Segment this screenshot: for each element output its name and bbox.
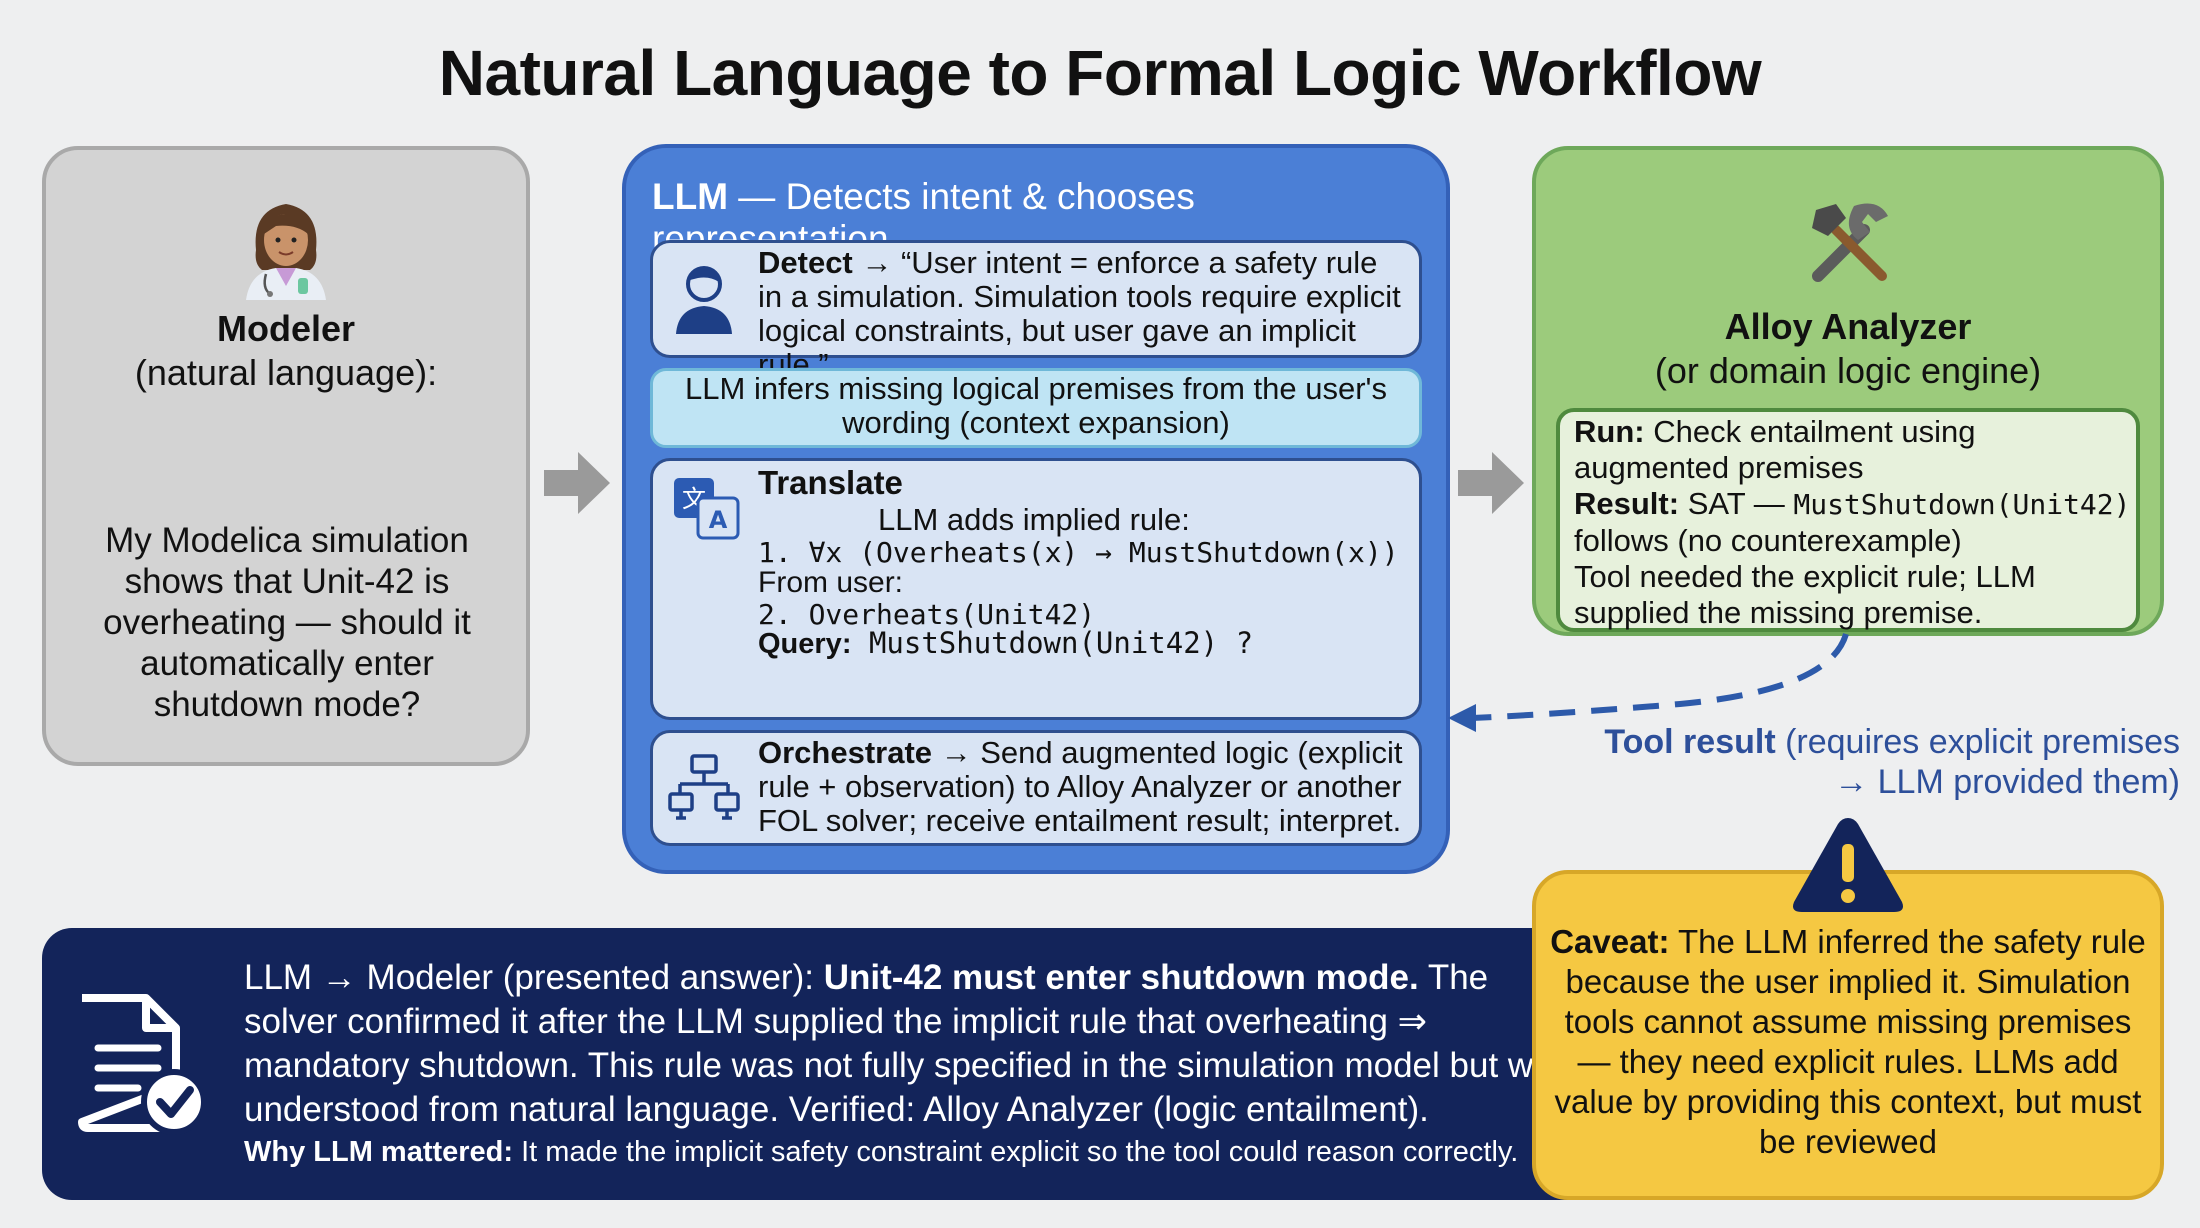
arrow-right-icon [1458,452,1524,514]
answer-verdict: Unit-42 must enter shutdown mode. [823,958,1419,997]
document-check-icon [78,994,207,1135]
caveat-box [1532,870,2164,1200]
answer-why-text: It made the implicit safety constraint e… [513,1136,1519,1168]
detect-description: “User intent = enforce a safety rule in … [758,245,1401,382]
svg-text:A: A [709,506,728,534]
alloy-result-text: Run: Check entailment using augmented pr… [1574,414,2134,631]
tool-result-line2: → LLM provided them) [1834,763,2180,801]
llm-header-label: LLM [652,176,729,217]
detect-text: Detect → “User intent = enforce a safety… [758,246,1408,382]
translate-from-user: From user: [758,566,904,599]
orchestrate-description: Send augmented logic (explicit rule + ob… [758,735,1403,838]
translate-title: Translate [758,464,903,501]
translate-query-label: Query: [758,628,852,660]
caveat-description: The LLM inferred the safety rule because… [1554,923,2146,1160]
answer-why-label: Why LLM mattered: [244,1136,514,1168]
answer-why: Why LLM mattered: It made the implicit s… [244,1136,1584,1169]
translate-query-value: MustShutdown(Unit42) ? [851,626,1254,660]
translate-rule-1: 1. ∀x (Overheats(x) → MustShutdown(x)) [758,536,1399,569]
tools-icon [1812,203,1888,282]
caveat-text: Caveat: The LLM inferred the safety rule… [1548,922,2148,1162]
alloy-note: Tool needed the explicit rule; LLM suppl… [1574,559,2036,630]
alloy-name: Alloy Analyzer [1724,306,1972,347]
translate-box [650,458,1422,720]
modeler-subtitle: (natural language): [134,352,438,393]
alloy-result-sat: SAT — [1679,486,1794,521]
tool-result-line1: (requires explicit premises [1775,723,2180,761]
arrow-right-icon [544,452,610,514]
user-icon [676,266,732,334]
answer-text: LLM → Modeler (presented answer): Unit-4… [244,956,1584,1132]
orchestrate-label: Orchestrate → [758,735,972,770]
answer-bar [42,928,1642,1200]
translate-implied-label: LLM adds implied rule: [878,502,1190,537]
alloy-run-label: Run: [1574,414,1645,449]
orchestrate-text: Orchestrate → Send augmented logic (expl… [758,736,1408,838]
orchestrate-box [650,730,1422,846]
alloy-result-box [1556,408,2140,632]
answer-explanation: The solver confirmed it after the LLM su… [244,958,1571,1129]
alloy-result-predicate: MustShutdown(Unit42) [1793,488,2131,521]
translate-query: Query: MustShutdown(Unit42) ? [758,626,1253,661]
alloy-result-label: Result: [1574,486,1680,521]
alloy-subtitle: (or domain logic engine) [1654,350,2042,391]
answer-prefix: LLM → Modeler (presented answer): [244,958,824,997]
modeler-name: Modeler [216,308,356,349]
warning-icon [1793,818,1903,912]
translate-icon: 文 A [674,478,740,540]
infer-box [650,368,1422,448]
tool-result-title: Tool result [1604,723,1776,761]
alloy-run-text: Check entailment using augmented premise… [1574,414,1976,485]
infer-text: LLM infers missing logical premises from… [685,371,1387,440]
caveat-label: Caveat: [1550,923,1670,960]
doctor-woman-icon [246,204,326,300]
translate-rule-2: 2. Overheats(Unit42) [758,598,1096,631]
detect-label: Detect → [758,245,893,280]
network-icon [668,754,740,820]
detect-box [650,240,1422,358]
tool-result-label: Tool result (requires explicit premises→… [1540,722,2180,802]
return-arrow [1448,633,1849,732]
modeler-query: My Modelica simulation shows that Unit-4… [103,521,471,724]
page-title: Natural Language to Formal Logic Workflo… [438,37,1762,109]
alloy-result-rest: follows (no counterexample) [1574,523,1962,558]
